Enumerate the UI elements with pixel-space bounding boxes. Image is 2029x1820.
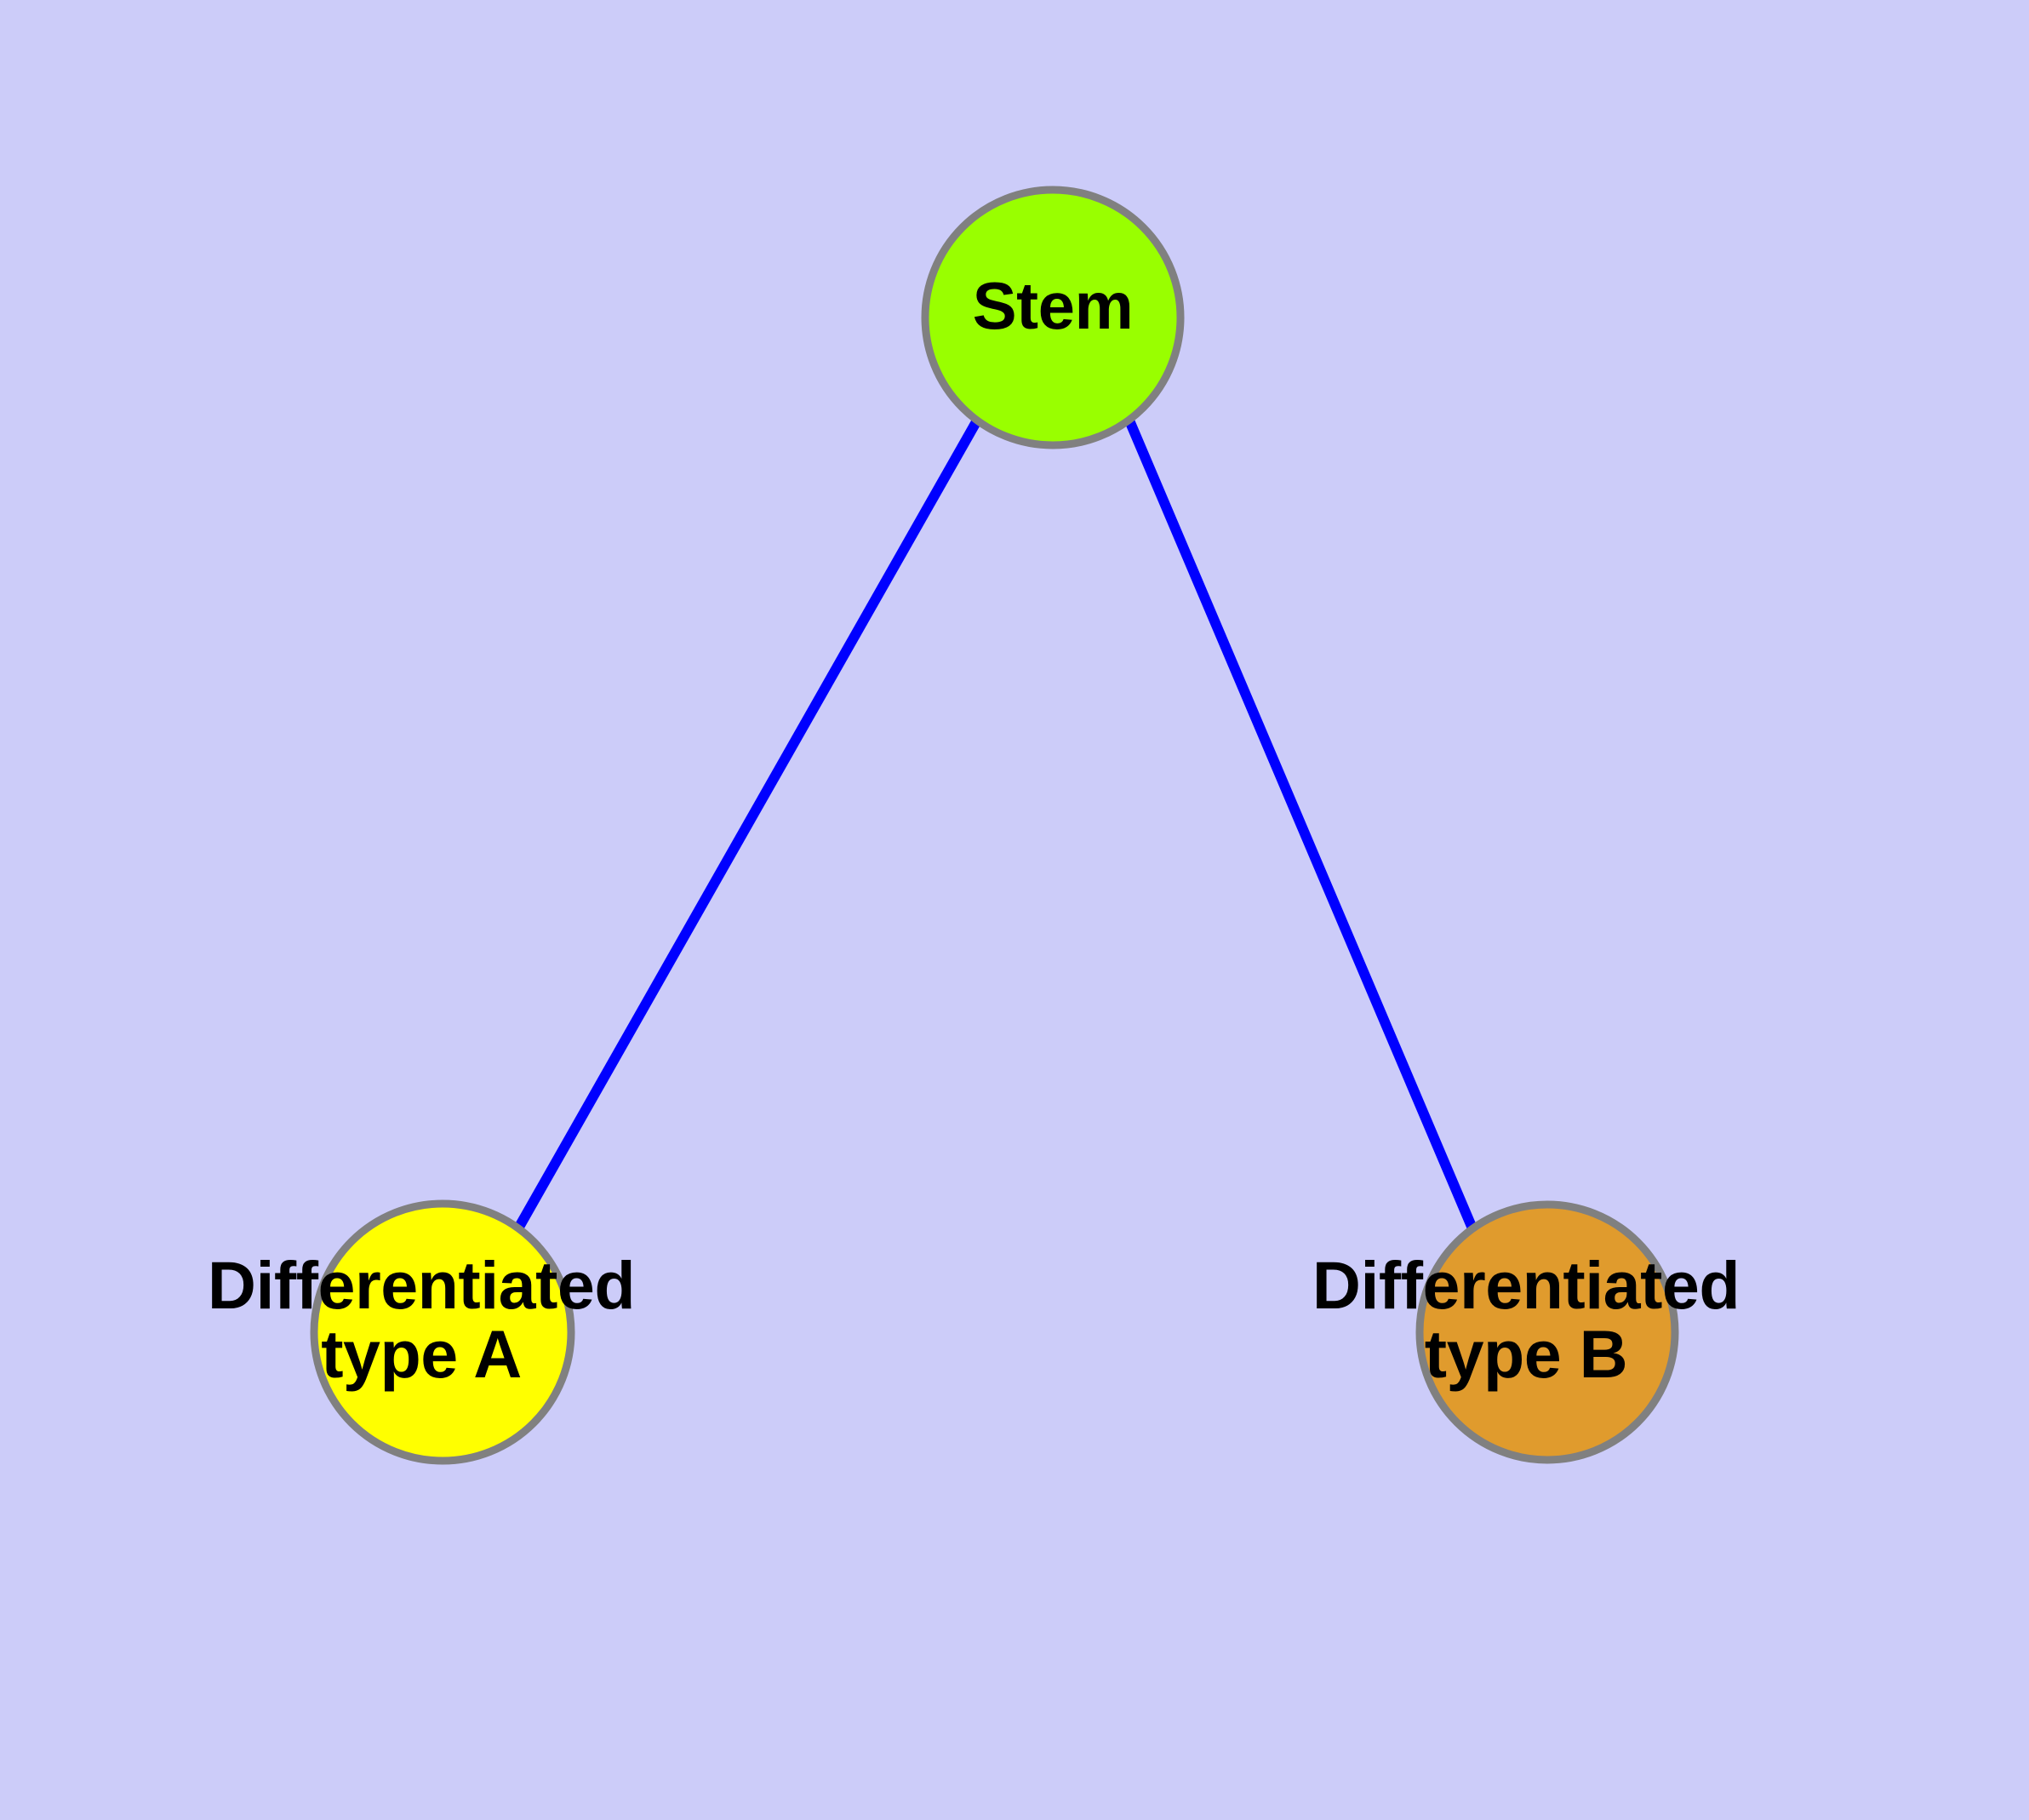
node-stem[interactable]	[921, 186, 1185, 449]
edge-stem-to-type-a[interactable]	[513, 418, 982, 1231]
node-differentiated-type-a[interactable]	[310, 1199, 575, 1465]
node-group	[310, 186, 1679, 1465]
node-differentiated-type-b[interactable]	[1415, 1200, 1679, 1464]
edge-group	[513, 418, 1477, 1231]
edge-stem-to-type-b[interactable]	[1124, 418, 1477, 1231]
